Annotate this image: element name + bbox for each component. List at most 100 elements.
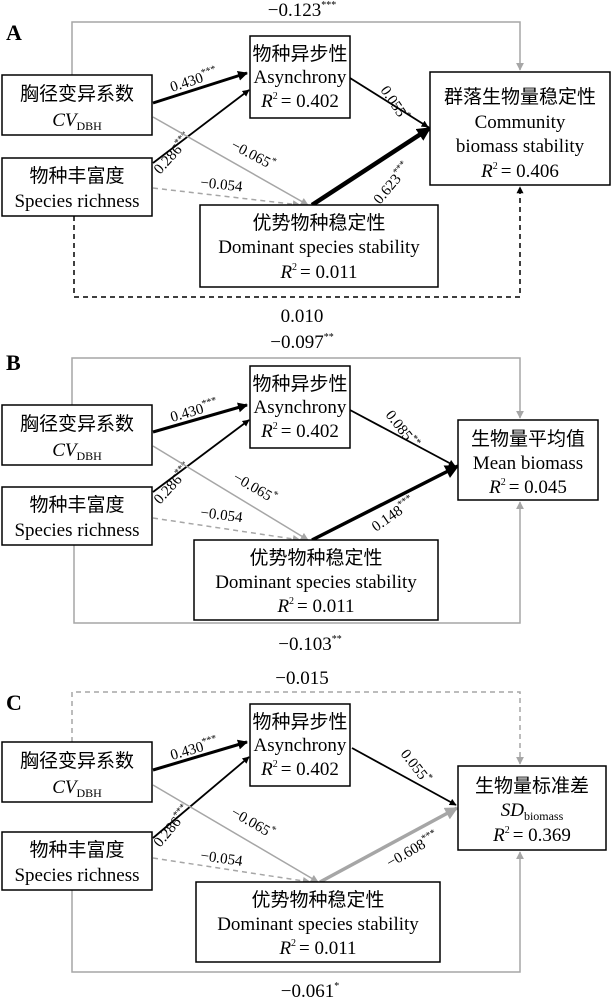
svg-text:Species richness: Species richness — [14, 520, 139, 541]
node-outcome: 群落生物量稳定性 Community biomass stability R2=… — [429, 71, 611, 186]
path-dominant-outcome — [310, 126, 432, 207]
svg-text:物种异步性: 物种异步性 — [252, 373, 347, 395]
node-richness: 物种丰富度 Species richness — [1, 157, 153, 217]
coef-richness-dominant: −0.054 — [200, 505, 244, 526]
node-cv: 胸径变异系数 CVDBH — [1, 404, 153, 466]
node-richness: 物种丰富度 Species richness — [1, 831, 153, 891]
svg-text:R2= 0.011: R2= 0.011 — [276, 596, 354, 617]
svg-text:R2= 0.402: R2= 0.402 — [260, 759, 339, 780]
svg-text:Species richness: Species richness — [14, 191, 139, 212]
path-dominant-outcome — [311, 464, 460, 542]
path-richness-asynchrony — [152, 419, 250, 493]
svg-text:群落生物量稳定性: 群落生物量稳定性 — [444, 86, 596, 108]
coef-richness-outcome: −0.103** — [278, 634, 341, 655]
coef-richness-asynchrony: 0.286*** — [150, 459, 196, 507]
path-cv-asynchrony — [152, 739, 248, 772]
path-cv-outcome — [71, 357, 524, 419]
coef-asynchrony-outcome: 0.055* — [377, 82, 414, 124]
svg-text:Mean biomass: Mean biomass — [473, 453, 583, 474]
svg-text:物种异步性: 物种异步性 — [252, 711, 347, 733]
svg-text:优势物种稳定性: 优势物种稳定性 — [249, 547, 382, 569]
svg-text:CVDBH: CVDBH — [52, 440, 102, 463]
path-cv-dominant — [152, 784, 319, 883]
path-richness-outcome — [73, 501, 524, 624]
svg-text:Asynchrony: Asynchrony — [254, 67, 347, 88]
node-dominant: 优势物种稳定性 Dominant species stability R2= 0… — [195, 881, 441, 963]
coef-richness-dominant: −0.054 — [200, 175, 244, 195]
panel-a: A −0.123*** 0.010 0.430*** 0.286*** −0.0… — [1, 0, 611, 327]
path-cv-asynchrony — [152, 70, 248, 105]
node-richness: 物种丰富度 Species richness — [1, 486, 153, 546]
node-asynchrony: 物种异步性 Asynchrony R2= 0.402 — [249, 365, 351, 449]
node-asynchrony: 物种异步性 Asynchrony R2= 0.402 — [249, 35, 351, 119]
coef-cv-dominant: −0.065* — [230, 468, 280, 507]
panel-c: C −0.015 −0.061* 0.430*** 0.286*** −0.06… — [1, 668, 607, 1000]
svg-text:优势物种稳定性: 优势物种稳定性 — [252, 212, 385, 234]
path-dominant-outcome — [319, 806, 459, 884]
coef-asynchrony-outcome: 0.085** — [382, 406, 423, 452]
coef-richness-outcome: 0.010 — [281, 306, 324, 327]
path-cv-outcome — [71, 21, 524, 75]
svg-text:SDbiomass: SDbiomass — [501, 800, 564, 823]
node-dominant: 优势物种稳定性 Dominant species stability R2= 0… — [199, 204, 439, 288]
path-cv-asynchrony — [152, 402, 248, 434]
svg-text:物种丰富度: 物种丰富度 — [29, 839, 124, 861]
svg-text:CVDBH: CVDBH — [52, 777, 102, 800]
svg-text:Dominant species stability: Dominant species stability — [215, 572, 417, 593]
coef-cv-outcome: −0.097** — [270, 332, 333, 353]
svg-text:R2= 0.402: R2= 0.402 — [260, 421, 339, 442]
coef-dominant-outcome: 0.623*** — [369, 159, 414, 208]
node-asynchrony: 物种异步性 Asynchrony R2= 0.402 — [249, 703, 351, 787]
svg-text:Asynchrony: Asynchrony — [254, 735, 347, 756]
svg-text:R2= 0.402: R2= 0.402 — [260, 91, 339, 112]
svg-text:物种异步性: 物种异步性 — [252, 43, 347, 65]
node-dominant: 优势物种稳定性 Dominant species stability R2= 0… — [193, 539, 439, 621]
svg-text:Dominant species stability: Dominant species stability — [217, 914, 419, 935]
svg-text:胸径变异系数: 胸径变异系数 — [20, 83, 134, 105]
svg-text:物种丰富度: 物种丰富度 — [29, 165, 124, 187]
svg-text:Asynchrony: Asynchrony — [254, 397, 347, 418]
panel-label: B — [6, 350, 21, 375]
panel-label: C — [6, 690, 22, 715]
coef-richness-asynchrony: 0.286*** — [149, 802, 194, 851]
path-cv-outcome — [71, 691, 524, 765]
svg-text:R2= 0.011: R2= 0.011 — [278, 938, 356, 959]
svg-text:R2= 0.011: R2= 0.011 — [279, 262, 357, 283]
svg-text:biomass stability: biomass stability — [456, 136, 585, 157]
coef-cv-dominant: −0.065* — [228, 136, 278, 174]
svg-text:R2= 0.406: R2= 0.406 — [480, 161, 559, 182]
coef-cv-dominant: −0.065* — [228, 803, 278, 842]
svg-text:生物量标准差: 生物量标准差 — [475, 775, 589, 797]
path-asynchrony-outcome — [349, 409, 456, 467]
svg-text:R2= 0.369: R2= 0.369 — [492, 825, 571, 846]
path-richness-asynchrony — [152, 89, 250, 164]
panel-b: B −0.097** −0.103** 0.430*** 0.286*** −0… — [1, 332, 599, 655]
path-richness-dominant — [152, 187, 301, 209]
node-outcome: 生物量标准差 SDbiomass R2= 0.369 — [457, 765, 607, 851]
svg-text:物种丰富度: 物种丰富度 — [29, 494, 124, 516]
svg-text:Species richness: Species richness — [14, 865, 139, 886]
svg-text:R2= 0.045: R2= 0.045 — [488, 477, 567, 498]
svg-text:胸径变异系数: 胸径变异系数 — [20, 413, 134, 435]
coef-asynchrony-outcome: 0.055* — [397, 745, 435, 787]
svg-text:优势物种稳定性: 优势物种稳定性 — [251, 889, 384, 911]
path-richness-outcome — [71, 851, 524, 973]
svg-text:生物量平均值: 生物量平均值 — [471, 428, 585, 450]
svg-text:胸径变异系数: 胸径变异系数 — [20, 750, 134, 772]
node-outcome: 生物量平均值 Mean biomass R2= 0.045 — [457, 419, 599, 501]
path-richness-dominant — [152, 517, 301, 543]
node-cv: 胸径变异系数 CVDBH — [1, 741, 153, 803]
coef-richness-outcome: −0.061* — [281, 981, 339, 1000]
node-cv: 胸径变异系数 CVDBH — [1, 74, 153, 136]
svg-text:CVDBH: CVDBH — [52, 110, 102, 133]
coef-richness-dominant: −0.054 — [199, 848, 244, 870]
panel-label: A — [6, 20, 22, 45]
path-asynchrony-outcome — [351, 747, 457, 806]
path-richness-asynchrony — [152, 756, 250, 839]
svg-text:Community: Community — [475, 112, 566, 133]
path-richness-outcome — [73, 186, 524, 298]
coef-cv-outcome: −0.123*** — [268, 0, 336, 21]
svg-text:Dominant species stability: Dominant species stability — [218, 237, 420, 258]
path-cv-dominant — [152, 445, 309, 541]
